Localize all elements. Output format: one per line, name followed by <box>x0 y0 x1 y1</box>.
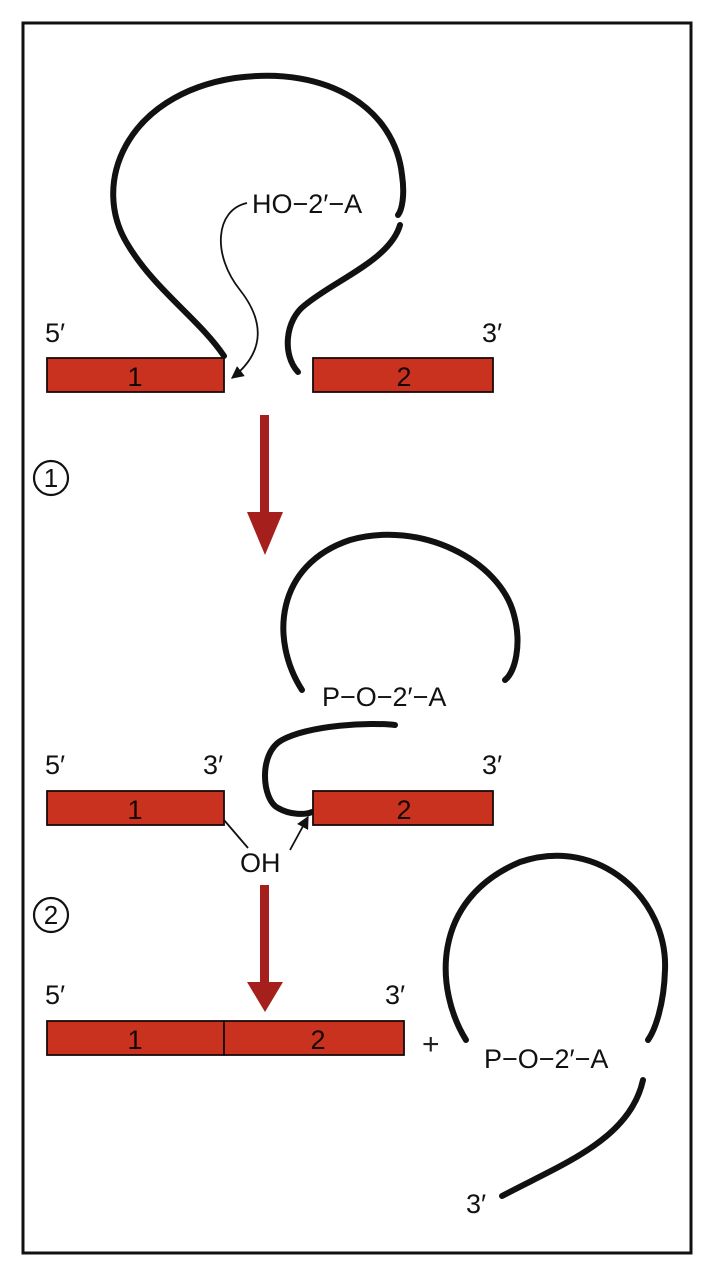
middle-exon-2-box <box>312 790 494 826</box>
step-1-arrow-shaft <box>260 415 269 515</box>
figure-frame <box>21 21 693 1255</box>
middle-five-prime-label: 5′ <box>45 750 65 780</box>
middle-exon-1-label: 1 <box>127 795 142 825</box>
step-2: 2 <box>32 885 283 1012</box>
top-intron-downstream-segment <box>284 222 403 375</box>
middle-panel: P−O−2′−A 1 2 5′ 3′ 3′ OH <box>45 531 521 878</box>
step-2-arrow-head <box>247 982 283 1012</box>
bottom-plus-sign: + <box>422 1028 440 1061</box>
step-2-circle <box>32 896 70 934</box>
step-2-arrow-shaft <box>260 885 269 985</box>
top-five-prime-label: 5′ <box>45 318 65 348</box>
top-panel: 1 2 5′ 3′ HO−2′−A <box>45 72 502 393</box>
step-2-number: 2 <box>44 900 58 930</box>
middle-lariat-label: P−O−2′−A <box>322 682 446 712</box>
bottom-spliced-exon-2-box <box>223 1020 405 1056</box>
bottom-three-prime-label: 3′ <box>385 980 405 1010</box>
bottom-panel: 1 2 5′ 3′ + P−O−2′−A 3′ <box>45 852 669 1219</box>
step-1-arrow-head <box>247 512 283 555</box>
bottom-lariat-loop <box>442 852 669 1043</box>
bottom-lariat-tail <box>499 1077 646 1199</box>
middle-oh-attack-arrow <box>289 815 309 851</box>
top-exon-1-box <box>46 357 225 393</box>
middle-oh-bond <box>223 819 249 849</box>
middle-oh-label: OH <box>240 848 281 878</box>
middle-three-prime-label: 3′ <box>482 750 502 780</box>
top-branch-point-label: HO−2′−A <box>252 189 362 219</box>
step-1: 1 <box>32 415 283 555</box>
middle-lariat-loop <box>280 531 521 693</box>
top-exon-2-label: 2 <box>396 362 411 392</box>
top-exon-1-label: 1 <box>127 362 142 392</box>
bottom-lariat-label: P−O−2′−A <box>484 1044 608 1074</box>
bottom-exon-1-label: 1 <box>127 1025 142 1055</box>
top-exon-2-box <box>312 357 494 393</box>
bottom-five-prime-label: 5′ <box>45 980 65 1010</box>
bottom-spliced-exon-1-box <box>46 1020 225 1056</box>
bottom-exon-2-label: 2 <box>310 1025 325 1055</box>
middle-exon-2-label: 2 <box>396 795 411 825</box>
bottom-lariat-tail-three-prime-label: 3′ <box>466 1189 486 1219</box>
middle-intron-tail <box>262 720 398 817</box>
top-three-prime-label: 3′ <box>482 318 502 348</box>
top-attack-arrow <box>220 202 259 379</box>
middle-exon1-three-prime-label: 3′ <box>203 750 223 780</box>
middle-exon-1-box <box>46 790 225 826</box>
step-1-circle <box>32 459 70 497</box>
step-1-number: 1 <box>44 463 58 493</box>
top-intron-loop <box>110 72 407 359</box>
